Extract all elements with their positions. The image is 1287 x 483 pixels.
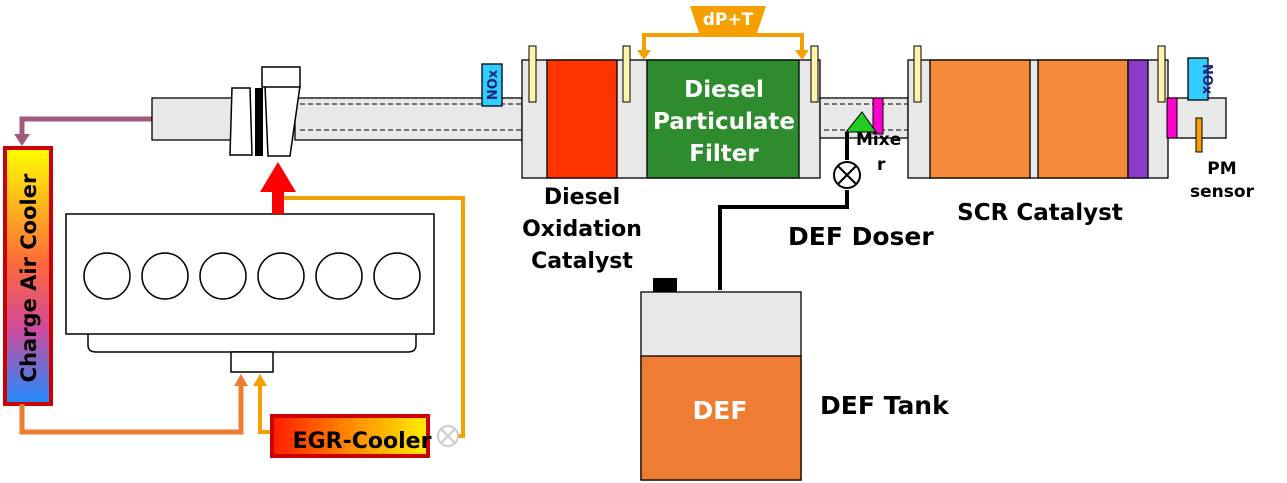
outlet-mixer	[1166, 97, 1178, 139]
nox-sensor-1-label: NOx	[486, 69, 501, 100]
dpf-core	[646, 59, 800, 179]
nox-sensor-2-label: NOx	[1199, 64, 1214, 95]
egr-return-line	[258, 382, 272, 434]
scr-core-1	[929, 59, 1031, 179]
pm-sensor	[1195, 117, 1203, 153]
nox-sensor-1	[481, 63, 503, 107]
doc-label-line-1: Diesel	[544, 185, 620, 210]
pm-sensor-label-line-1: PM	[1207, 159, 1236, 179]
mixer-label-line-2: r	[877, 155, 886, 175]
doser-nozzle-icon	[844, 111, 877, 133]
intake-air-line	[19, 116, 152, 138]
charge-air-cooler-label: Charge Air Cooler	[17, 173, 41, 382]
dpf-label-line-2: Particulate	[653, 109, 795, 135]
egr-return-arrowhead	[253, 374, 267, 386]
dp-sensor	[690, 6, 766, 36]
intake-pipe	[151, 97, 233, 141]
intake-air-arrowhead	[14, 134, 30, 146]
egr-cooler	[270, 414, 430, 458]
def-fluid-label: DEF	[693, 396, 748, 425]
temp-probe	[1157, 45, 1166, 103]
cylinder	[373, 252, 421, 300]
dp-sensor-line	[642, 33, 804, 56]
def-doser-label: DEF Doser	[788, 222, 934, 251]
exhaust-to-turbo-arrowhead	[260, 162, 296, 192]
scr-catalyst-label: SCR Catalyst	[957, 200, 1123, 226]
cylinder	[199, 252, 247, 300]
charge-air-line	[19, 382, 244, 435]
def-tank-cap	[653, 278, 677, 294]
charge-air-arrowhead	[234, 374, 248, 386]
doc-label-line-2: Oxidation	[522, 217, 642, 242]
cylinder	[315, 252, 363, 300]
temp-probe	[810, 45, 819, 103]
doc-core	[546, 59, 618, 179]
def-tank-label: DEF Tank	[820, 391, 950, 420]
cylinder	[83, 252, 131, 300]
turbocharger	[229, 66, 301, 157]
mixer	[872, 97, 884, 135]
mixer-label-line-1: Mixe	[856, 130, 901, 150]
def-fluid	[640, 355, 802, 481]
charge-air-cooler	[3, 146, 53, 406]
def-supply-line	[718, 190, 849, 290]
temp-probe	[913, 45, 922, 103]
nox-sensor-2	[1187, 57, 1209, 101]
doc-label-line-3: Catalyst	[531, 249, 633, 274]
intake-manifold	[230, 351, 274, 373]
temp-probe	[622, 45, 631, 103]
cylinder	[141, 252, 189, 300]
dpf-label-line-3: Filter	[689, 141, 759, 167]
egr-cooler-label: EGR-Cooler	[293, 429, 432, 454]
scr-core-2	[1037, 59, 1129, 179]
temp-probe	[528, 45, 537, 103]
ammonia-slip-catalyst	[1127, 59, 1149, 179]
exhaust-to-turbo-arrow	[272, 190, 284, 214]
dpf-label-line-1: Diesel	[684, 77, 764, 103]
engine	[65, 213, 435, 373]
dp-sensor-label: dP+T	[703, 10, 754, 30]
cylinder	[257, 252, 305, 300]
pm-sensor-label-line-2: sensor	[1190, 182, 1255, 202]
